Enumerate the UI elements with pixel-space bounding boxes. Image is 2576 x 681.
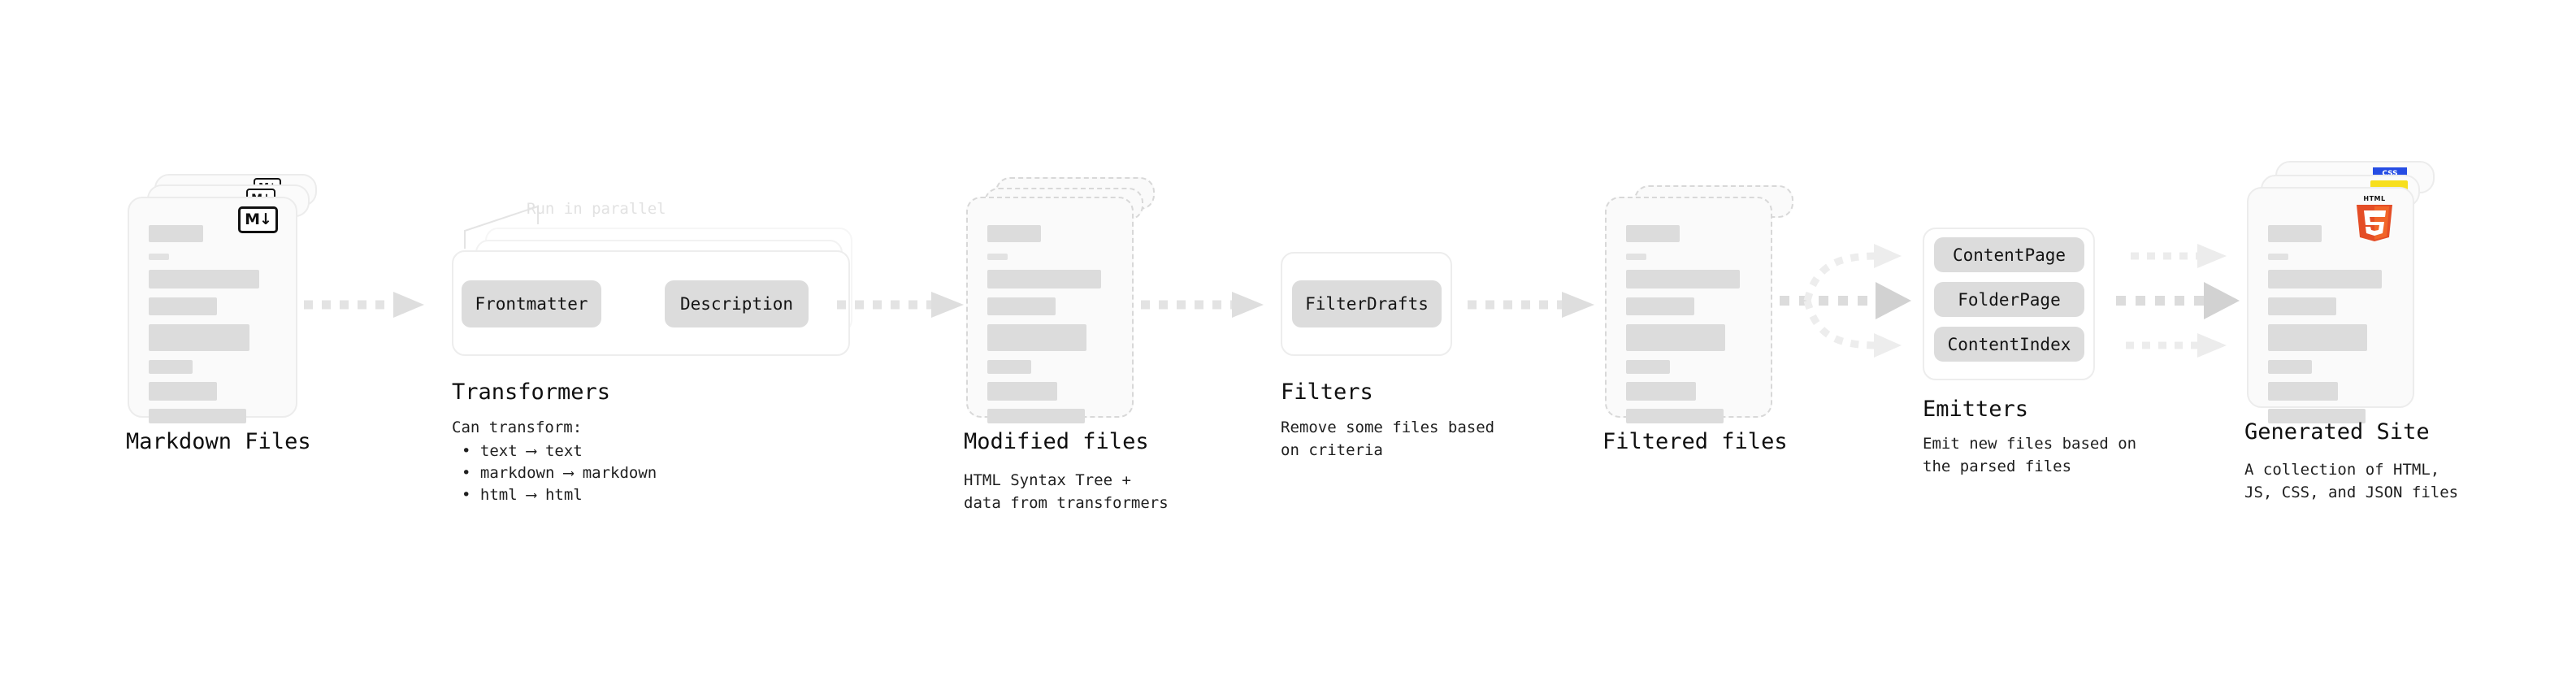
caption-title-generated-site: Generated Site bbox=[2244, 419, 2430, 445]
emitters-chip-contentpage[interactable]: ContentPage bbox=[1934, 237, 2084, 272]
connector-filtered-to-emitters bbox=[1780, 244, 1911, 358]
transformers-chip-description[interactable]: Description bbox=[665, 280, 809, 327]
caption-title-transformers: Transformers bbox=[452, 380, 611, 405]
svg-text:HTML: HTML bbox=[2363, 195, 2385, 202]
markdown-card-content bbox=[129, 198, 296, 423]
html5-shield-icon: HTML bbox=[2357, 195, 2392, 241]
filtered-card-content bbox=[1607, 198, 1771, 423]
caption-title-modified-files: Modified files bbox=[964, 429, 1149, 454]
caption-title-emitters: Emitters bbox=[1923, 397, 2029, 422]
run-in-parallel-bracket bbox=[464, 205, 539, 249]
modified-card-front bbox=[966, 197, 1134, 423]
transformers-bullet-0: • text ⟶ text bbox=[462, 442, 583, 460]
run-in-parallel-label: Run in parallel bbox=[527, 200, 666, 218]
markdown-badge-icon: M↓ bbox=[238, 206, 278, 233]
connector-modified-to-filters bbox=[1141, 292, 1264, 318]
emitters-chip-folderpage[interactable]: FolderPage bbox=[1934, 282, 2084, 317]
connector-markdown-to-transformers bbox=[304, 292, 424, 318]
caption-subtitle-emitters: Emit new files based on the parsed files bbox=[1923, 435, 2137, 475]
transformers-bullet-1: • markdown ⟶ markdown bbox=[462, 464, 657, 482]
caption-subtitle-transformers: Can transform: bbox=[452, 419, 583, 436]
filtered-card-front bbox=[1605, 197, 1772, 423]
filters-chip-filterdrafts[interactable]: FilterDrafts bbox=[1292, 280, 1442, 327]
caption-subtitle-filters: Remove some files based on criteria bbox=[1281, 419, 1495, 459]
svg-text:CSS: CSS bbox=[2382, 170, 2397, 178]
caption-subtitle-modified-files: HTML Syntax Tree + data from transformer… bbox=[964, 471, 1169, 512]
transformers-bullet-2: • html ⟶ html bbox=[462, 486, 583, 504]
connector-emitters-to-site bbox=[2116, 244, 2240, 358]
connector-filters-to-filtered bbox=[1468, 292, 1594, 318]
caption-subtitle-generated-site: A collection of HTML, JS, CSS, and JSON … bbox=[2244, 461, 2459, 501]
modified-card-content bbox=[968, 198, 1132, 423]
caption-title-filters: Filters bbox=[1281, 380, 1373, 405]
site-card-content bbox=[2249, 189, 2413, 423]
caption-title-markdown-files: Markdown Files bbox=[126, 429, 311, 454]
caption-title-filtered-files: Filtered files bbox=[1602, 429, 1788, 454]
connector-transformers-to-modified bbox=[837, 292, 964, 318]
emitters-chip-contentindex[interactable]: ContentIndex bbox=[1934, 327, 2084, 362]
markdown-card-front bbox=[128, 197, 297, 423]
transformers-chip-frontmatter[interactable]: Frontmatter bbox=[462, 280, 601, 327]
